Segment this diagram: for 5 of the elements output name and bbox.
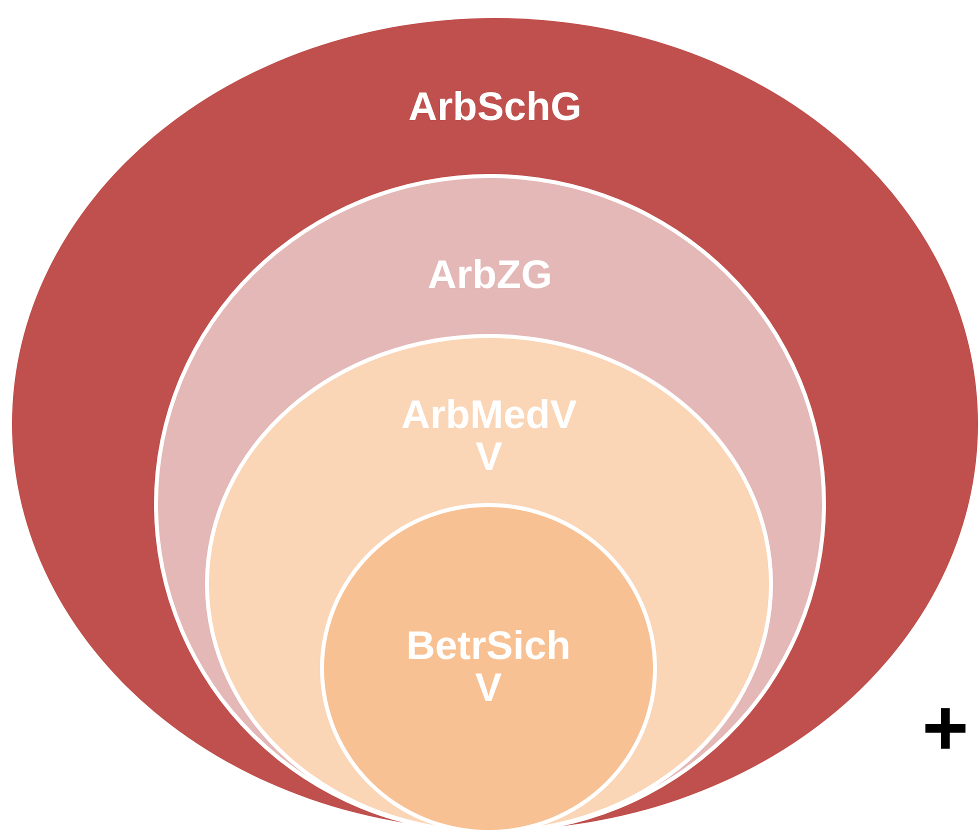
region-label: ArbZG (426, 254, 554, 296)
plus-sign: + (922, 688, 969, 768)
region-label: BetrSichV (405, 625, 572, 709)
region-label: ArbMedVV (400, 394, 578, 478)
region-label: ArbSchG (407, 86, 583, 128)
